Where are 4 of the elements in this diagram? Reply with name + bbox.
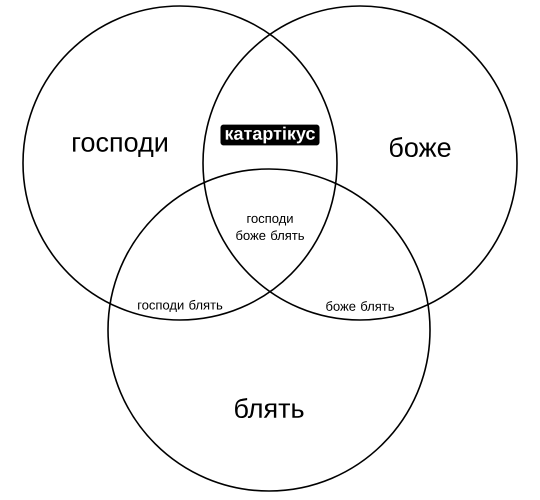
region-label: боже блять xyxy=(326,301,394,311)
region-label: господи боже блять xyxy=(236,216,304,240)
region-label: господи блять xyxy=(138,300,222,312)
label-box: катартікус xyxy=(220,124,320,146)
